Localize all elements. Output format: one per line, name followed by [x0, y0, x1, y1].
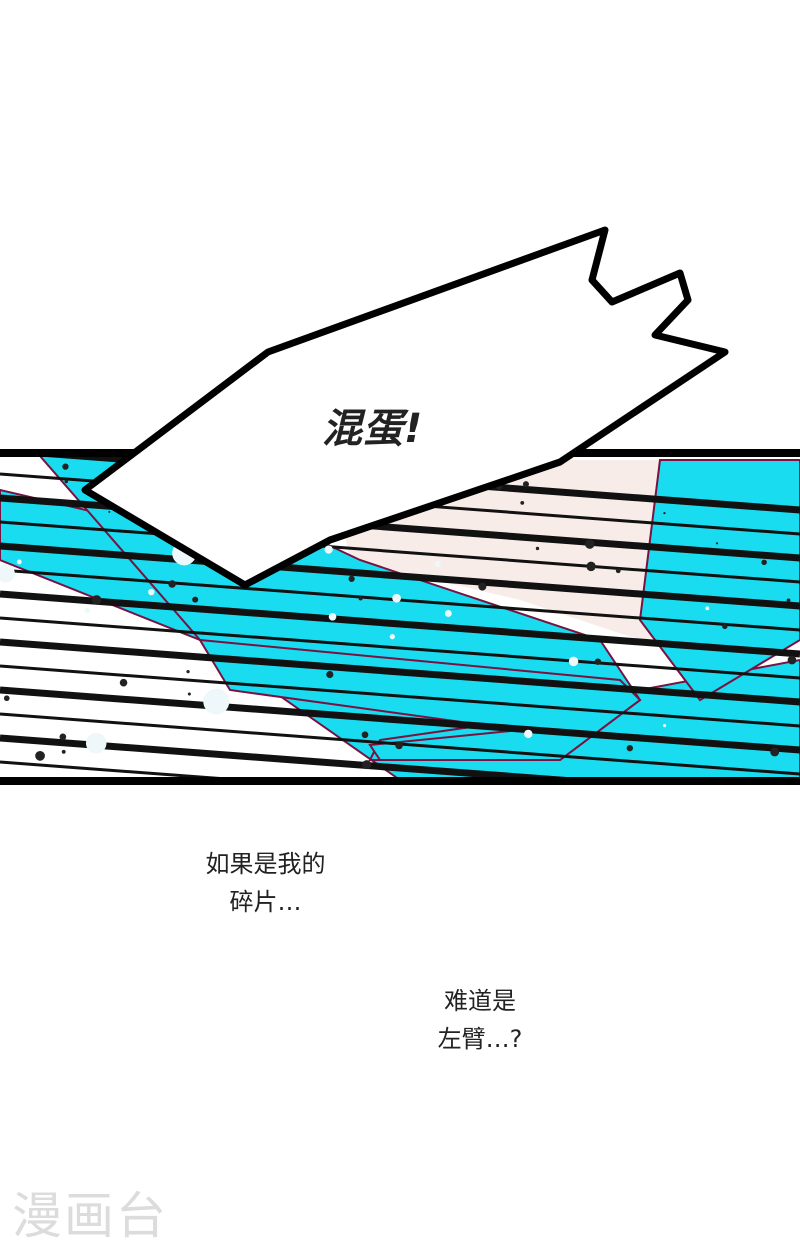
ink-splatter — [186, 670, 190, 674]
ink-splatter — [62, 463, 69, 470]
speech-bubble — [81, 226, 729, 589]
ink-splatter — [389, 634, 395, 640]
caption-1: 如果是我的 碎片… — [188, 845, 343, 921]
ink-splatter — [348, 575, 355, 582]
ink-splatter — [787, 655, 797, 665]
ink-splatter — [61, 749, 66, 754]
ink-splatter — [91, 595, 102, 605]
ink-splatter — [535, 546, 540, 551]
ink-splatter — [168, 580, 176, 588]
ink-splatter — [326, 670, 334, 679]
caption-2: 难道是 左臂…? — [420, 982, 540, 1058]
ink-splatter — [84, 607, 90, 614]
panel-border-bottom — [0, 777, 800, 785]
ink-splatter — [520, 500, 525, 505]
speed-line — [0, 686, 800, 754]
ink-splatter — [119, 678, 128, 687]
ink-splatter — [761, 559, 767, 566]
ink-splatter — [16, 559, 22, 565]
ink-splatter — [478, 582, 487, 591]
ink-splatter — [770, 747, 780, 757]
ink-splatter — [148, 588, 155, 596]
ink-splatter — [663, 511, 666, 515]
ink-splatter — [722, 623, 728, 630]
ink-splatter — [192, 596, 199, 603]
ink-splatter — [187, 692, 191, 696]
speed-line — [0, 520, 800, 584]
shout-text: 混蛋! — [322, 406, 424, 452]
ink-splatter — [568, 656, 579, 667]
ink-splatter — [786, 598, 791, 603]
ink-splatter — [362, 760, 372, 770]
caption-line: 碎片… — [229, 888, 302, 916]
ink-splatter — [584, 539, 595, 549]
ink-splatter — [626, 744, 634, 752]
ink-splatter — [35, 750, 45, 761]
speed-line — [0, 664, 800, 728]
speed-line — [0, 590, 800, 658]
ink-splatter — [324, 545, 333, 554]
caption-line: 如果是我的 — [205, 850, 326, 878]
ink-splatter — [705, 606, 710, 611]
ink-splatter — [361, 731, 369, 739]
ink-splatter — [615, 568, 621, 574]
caption-line: 左臂…? — [437, 1025, 523, 1053]
ink-splatter — [594, 658, 602, 665]
ink-splatter — [715, 542, 719, 545]
speed-line — [0, 542, 800, 610]
ink-splatter — [586, 561, 596, 572]
ink-splatter — [444, 610, 452, 617]
ink-splatter — [203, 688, 230, 715]
ink-splatter — [358, 596, 363, 601]
ink-splatter — [108, 510, 111, 513]
ink-splatter — [395, 741, 403, 750]
speed-line — [0, 616, 800, 680]
speed-line — [0, 760, 234, 778]
ink-splatter — [0, 564, 15, 583]
ink-splatter — [434, 560, 441, 568]
caption-line: 难道是 — [444, 987, 516, 1015]
ink-splatter — [64, 479, 69, 484]
ink-splatter — [328, 612, 337, 621]
ink-splatter — [85, 732, 107, 754]
ink-splatter — [522, 481, 529, 488]
speed-line — [0, 638, 800, 706]
watermark-logo: 漫画台 — [12, 1187, 168, 1244]
ink-splatter — [524, 729, 533, 739]
ink-splatter — [392, 593, 401, 603]
ink-splatter — [663, 724, 667, 728]
speed-line — [0, 734, 581, 778]
ink-splatter — [3, 695, 10, 702]
ink-splatter — [59, 733, 67, 741]
